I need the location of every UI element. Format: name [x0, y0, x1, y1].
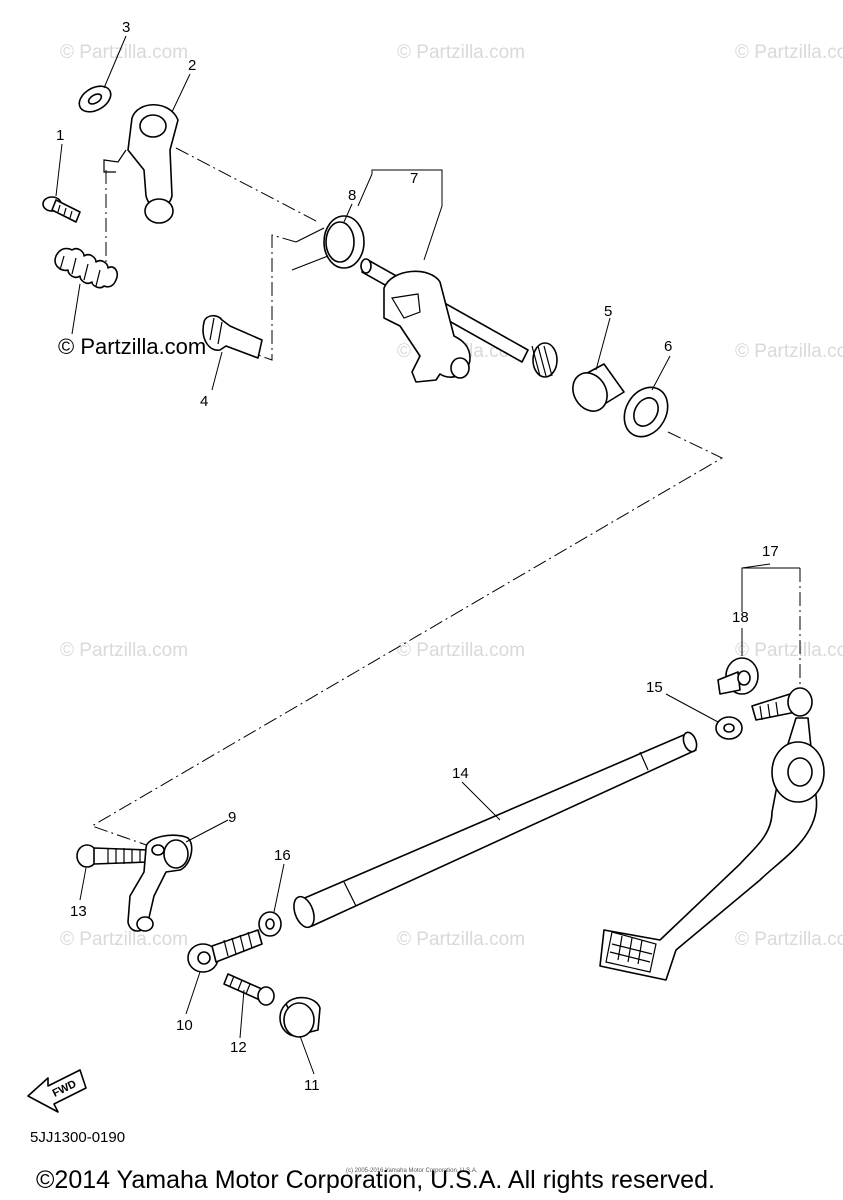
part-3-washer[interactable] [75, 81, 115, 117]
callout-8: 8 [348, 187, 356, 204]
callout-9: 9 [228, 809, 236, 826]
callout-5: 5 [604, 303, 612, 320]
small-print: (c) 2005-2016 Yamaha Motor Corporation, … [346, 1168, 478, 1174]
fwd-arrow-icon: FWD [27, 1069, 87, 1113]
callout-3: 3 [122, 19, 130, 36]
part-13-bolt[interactable] [76, 844, 149, 868]
callout-15: 15 [646, 679, 663, 696]
callout-1: 1 [56, 127, 64, 144]
part-18-joint[interactable] [717, 657, 759, 695]
part-1-pin[interactable] [42, 196, 81, 223]
watermark-text: © Partzilla.com [397, 929, 525, 950]
callout-11: 11 [304, 1077, 320, 1094]
callout-12: 12 [230, 1039, 247, 1056]
callout-16: 16 [274, 847, 291, 864]
watermarks: © Partzilla.com © Partzilla.com © Partzi… [60, 42, 843, 950]
callout-17: 17 [762, 543, 779, 560]
part-6-oil-seal[interactable] [616, 379, 677, 444]
watermark-text: © Partzilla.com [60, 640, 188, 661]
assembly-line-upper [175, 147, 319, 223]
part-15-nut[interactable] [715, 716, 743, 740]
callout-7: 7 [410, 170, 418, 187]
assembly-line [90, 431, 724, 849]
part-17-shift-pedal[interactable] [599, 687, 825, 981]
part-4-bolt[interactable] [202, 314, 263, 359]
part-5-collar[interactable] [566, 363, 625, 417]
callout-4: 4 [200, 393, 208, 410]
part-8-torsion-spring[interactable] [291, 215, 365, 271]
assembly-line-bracket [257, 234, 297, 361]
part-14-shift-rod[interactable] [290, 731, 699, 931]
watermark-overlay: © Partzilla.com [58, 334, 206, 359]
watermark-text: © Partzilla.com [735, 640, 843, 661]
diagram-code: 5JJ1300-0190 [30, 1129, 125, 1146]
part-11-cap[interactable] [279, 996, 321, 1038]
part-9-lever[interactable] [127, 834, 193, 932]
watermark-text: © Partzilla.com [397, 42, 525, 63]
callout-13: 13 [70, 903, 87, 920]
watermark-text: © Partzilla.com [735, 929, 843, 950]
watermark-text: © Partzilla.com [735, 341, 843, 362]
part-2-shift-arm[interactable] [103, 104, 179, 224]
part-19-spring[interactable] [54, 247, 119, 289]
part-12-bolt[interactable] [223, 973, 275, 1006]
callout-10: 10 [176, 1017, 193, 1034]
leader-lines [55, 35, 800, 1075]
callout-14: 14 [452, 765, 469, 782]
part-16-nut[interactable] [258, 911, 282, 937]
part-10-joint[interactable] [187, 929, 263, 973]
watermark-text: © Partzilla.com [60, 42, 188, 63]
callout-2: 2 [188, 57, 196, 74]
copyright-notice: ©2014 Yamaha Motor Corporation, U.S.A. A… [36, 1166, 715, 1194]
watermark-text: © Partzilla.com [397, 640, 525, 661]
part-7-shift-shaft[interactable] [360, 258, 558, 383]
watermark-text: © Partzilla.com [735, 42, 843, 63]
callout-18: 18 [732, 609, 749, 626]
callout-6: 6 [664, 338, 672, 355]
callouts: 3 2 1 7 8 5 6 4 17 18 15 14 9 16 13 10 1… [56, 19, 779, 1094]
watermark-text: © Partzilla.com [60, 929, 188, 950]
